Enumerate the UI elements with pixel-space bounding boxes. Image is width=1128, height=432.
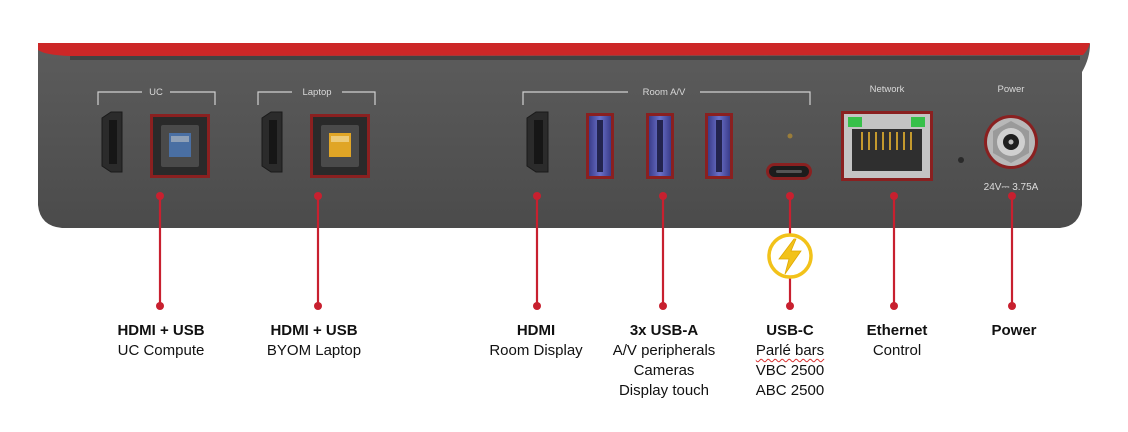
power-port-group: Power 24V⎓ 3.75A bbox=[984, 84, 1039, 193]
room-hdmi-port[interactable] bbox=[526, 111, 549, 173]
uc-group-label: UC bbox=[149, 87, 163, 98]
leader-anchor-uc bbox=[156, 192, 164, 200]
callout-byom-title: HDMI + USB bbox=[270, 322, 358, 339]
callout-uc-line-1: UC Compute bbox=[117, 342, 205, 359]
usb-a-port-2[interactable] bbox=[646, 113, 674, 179]
room-av-port-group: Room A/V bbox=[522, 87, 812, 180]
uc-usb-b-port[interactable] bbox=[150, 114, 210, 178]
callout-ethernet-title: Ethernet bbox=[866, 322, 928, 339]
leader-dot-hdmi bbox=[533, 302, 541, 310]
laptop-usb-b-port[interactable] bbox=[310, 114, 370, 178]
callout-usbc-line-3: ABC 2500 bbox=[755, 382, 825, 399]
leader-dot-ethernet bbox=[890, 302, 898, 310]
chassis-body bbox=[38, 44, 1090, 228]
leader-dot-uc bbox=[156, 302, 164, 310]
leader-dot-usba bbox=[659, 302, 667, 310]
callout-byom-line-1: BYOM Laptop bbox=[266, 342, 362, 359]
leader-anchor-hdmi bbox=[533, 192, 541, 200]
callout-hdmi-line-1: Room Display bbox=[489, 342, 583, 359]
callout-usba-line-2: Cameras bbox=[633, 362, 695, 379]
callout-usbc-line-2: VBC 2500 bbox=[755, 362, 825, 379]
uc-port-group: UC bbox=[97, 87, 216, 178]
callout-leaders bbox=[156, 192, 1016, 310]
power-group-label: Power bbox=[998, 84, 1025, 95]
leader-anchor-usbc bbox=[786, 192, 794, 200]
uc-hdmi-port[interactable] bbox=[101, 111, 123, 173]
callout-usba-line-1: A/V peripherals bbox=[612, 342, 716, 359]
leader-anchor-byom bbox=[314, 192, 322, 200]
leader-anchor-ethernet bbox=[890, 192, 898, 200]
callout-usba-title: 3x USB-A bbox=[629, 322, 699, 339]
room-av-group-label: Room A/V bbox=[643, 87, 686, 98]
chassis-top-trim bbox=[38, 43, 1090, 56]
callout-usbc-line-1: Parlé bars bbox=[730, 342, 850, 359]
leader-anchor-usba bbox=[659, 192, 667, 200]
lightning-bolt-icon bbox=[767, 233, 813, 279]
leader-dot-usbc bbox=[786, 302, 794, 310]
reset-pinhole bbox=[958, 157, 964, 163]
network-group-label: Network bbox=[870, 84, 905, 95]
leader-dot-byom bbox=[314, 302, 322, 310]
leader-anchor-power bbox=[1008, 192, 1016, 200]
device-chassis bbox=[38, 43, 1090, 228]
network-port-group: Network bbox=[841, 84, 964, 181]
callout-power-title: Power bbox=[991, 322, 1037, 339]
callout-usbc-title: USB-C bbox=[766, 322, 814, 339]
leader-dot-power bbox=[1008, 302, 1016, 310]
laptop-group-label: Laptop bbox=[302, 87, 331, 98]
callout-ethernet-line-1: Control bbox=[872, 342, 922, 359]
callout-uc-title: HDMI + USB bbox=[117, 322, 205, 339]
power-dc-jack[interactable] bbox=[984, 115, 1038, 169]
callout-usba-line-3: Display touch bbox=[618, 382, 710, 399]
callout-hdmi-title: HDMI bbox=[516, 322, 556, 339]
callout-usbc-line-1-text: Parlé bars bbox=[755, 342, 825, 359]
laptop-port-group: Laptop bbox=[257, 87, 376, 178]
usb-c-port[interactable] bbox=[766, 163, 812, 180]
chassis-inner-edge bbox=[70, 56, 1080, 60]
laptop-hdmi-port[interactable] bbox=[261, 111, 283, 173]
usb-a-port-1[interactable] bbox=[586, 113, 614, 179]
usb-c-led-indicator bbox=[787, 133, 793, 139]
ethernet-port[interactable] bbox=[841, 111, 933, 181]
power-rating-label: 24V⎓ 3.75A bbox=[984, 182, 1039, 193]
usb-a-port-3[interactable] bbox=[705, 113, 733, 179]
